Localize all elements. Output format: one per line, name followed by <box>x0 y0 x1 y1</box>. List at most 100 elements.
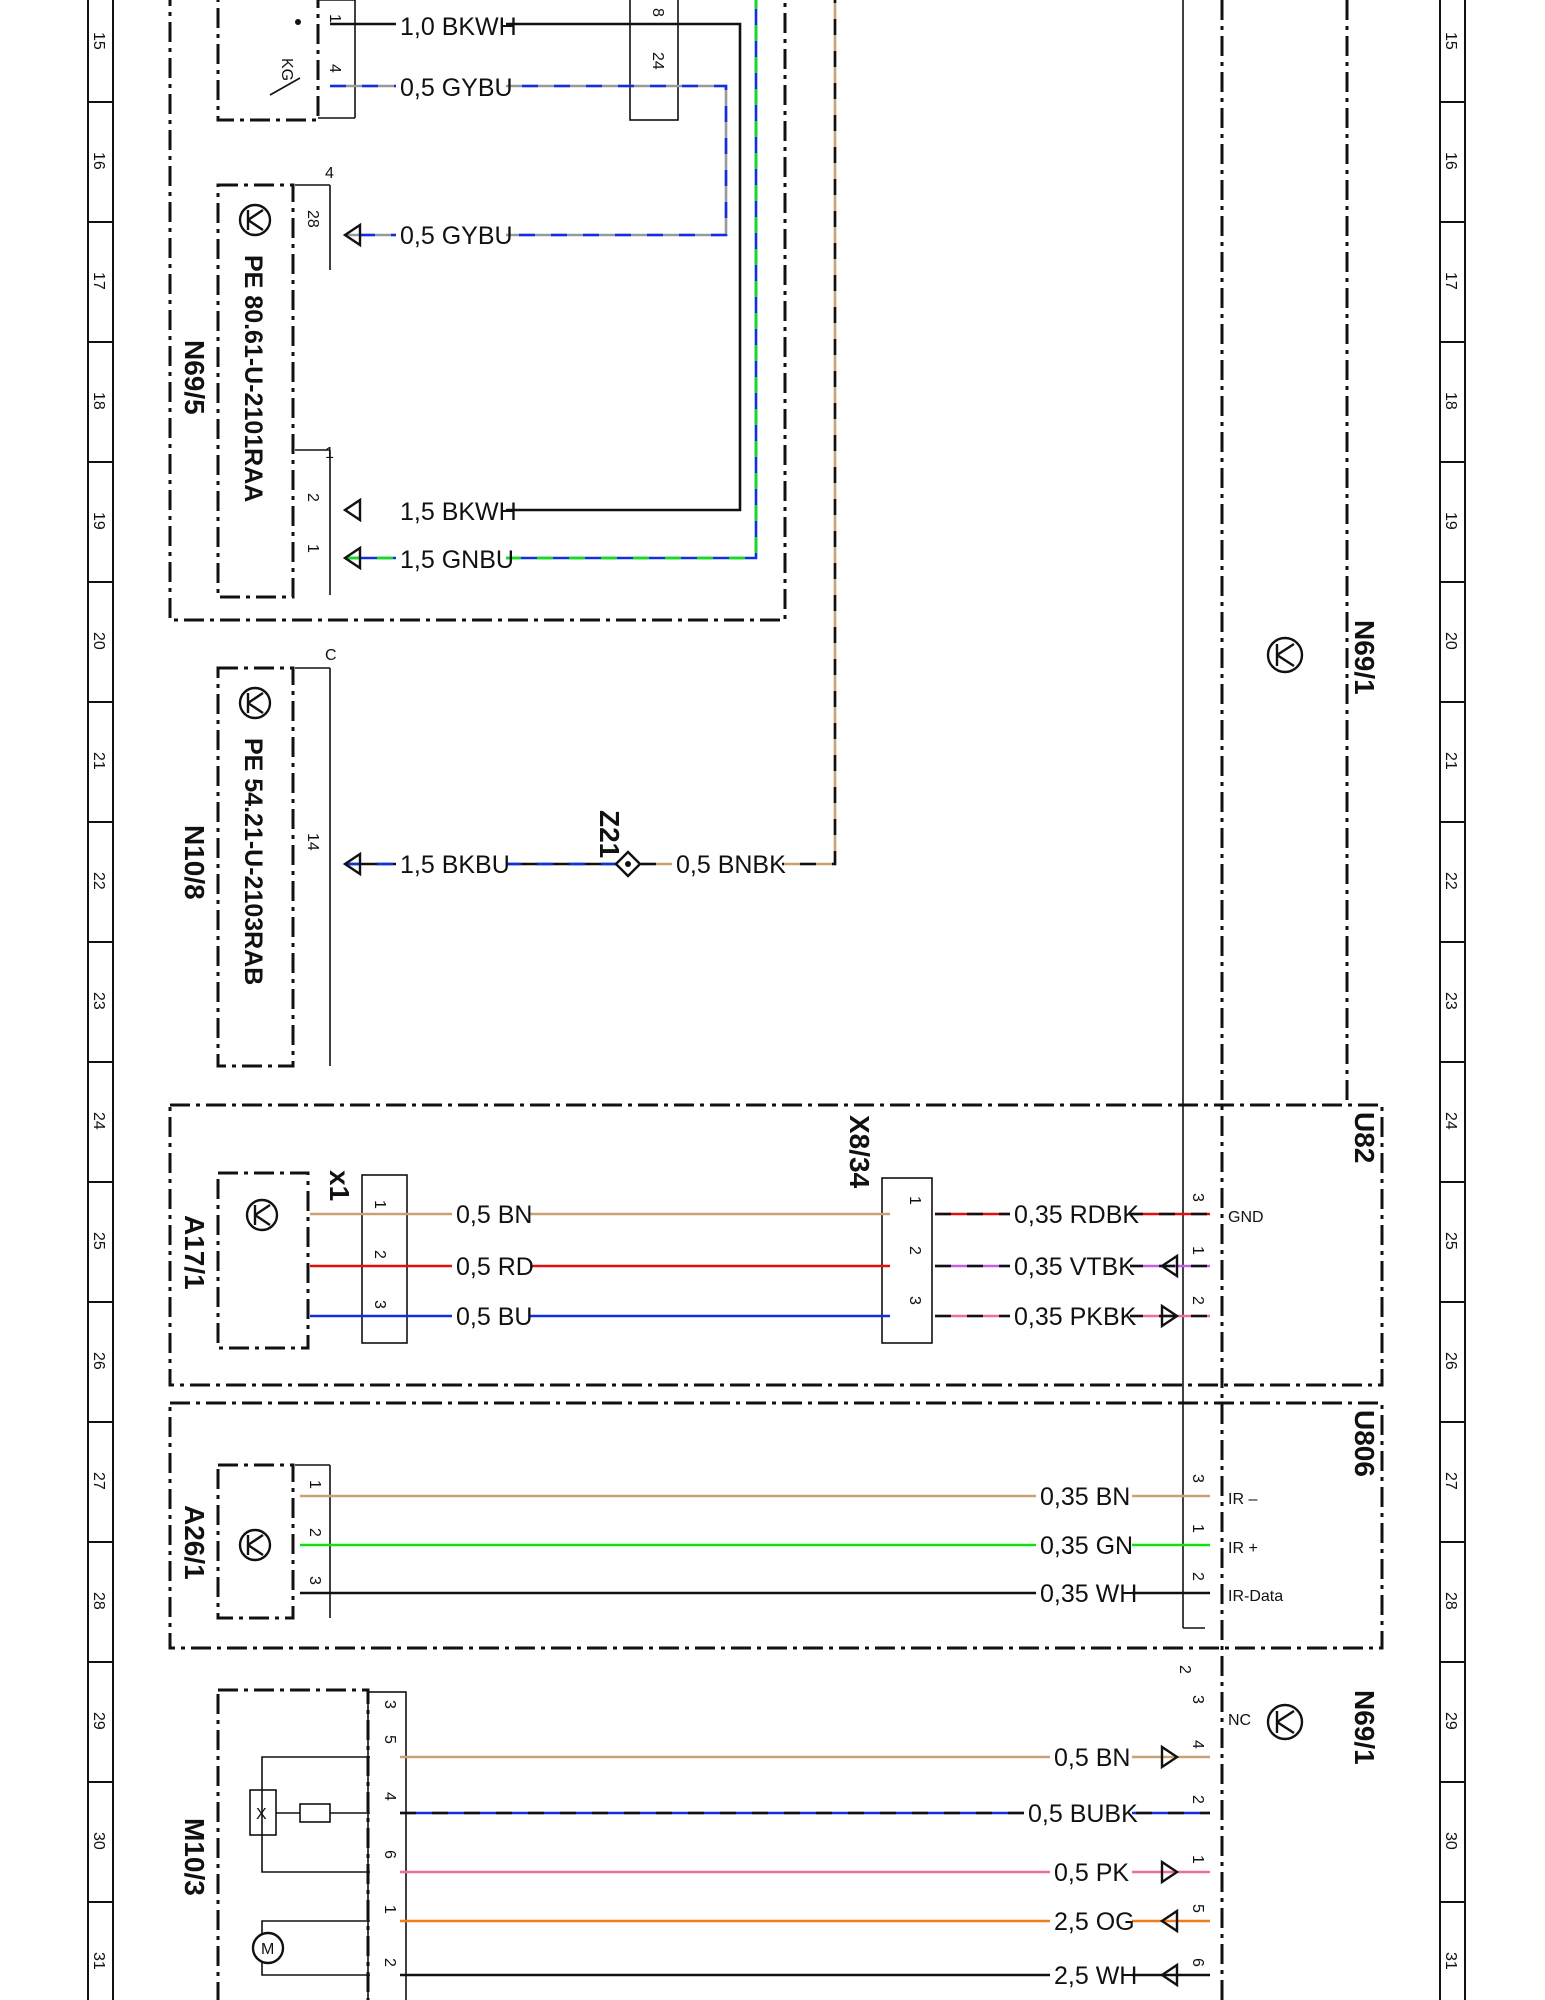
motor-icon-letter: M <box>261 1941 274 1958</box>
grid-ticks <box>88 101 1465 1903</box>
wire-label: 0,35 PKBK <box>1014 1303 1137 1331</box>
wire-label: 0,5 BNBK <box>676 851 786 879</box>
signal-label: IR + <box>1228 1540 1258 1557</box>
wire-1-0-bkwh: 1,0 BKWH <box>330 13 742 512</box>
grid-row-label: 26 <box>90 1352 107 1370</box>
grid-row-label: 21 <box>1442 752 1459 770</box>
splice-z21: Z21 <box>594 810 642 878</box>
a17-1-pin-1: 1 <box>371 1200 388 1209</box>
grid-row-label: 22 <box>90 872 107 890</box>
z21-label: Z21 <box>594 810 625 858</box>
signal-label: IR-Data <box>1228 1588 1283 1605</box>
pin-number: 4 <box>1189 1740 1206 1749</box>
n69-5-pin-28: 28 <box>304 210 321 228</box>
grid-row-label: 26 <box>1442 1352 1459 1370</box>
u806-name: U806 <box>1349 1410 1380 1477</box>
grid-row-label: 17 <box>90 272 107 290</box>
pin-number: 2 <box>1189 1572 1206 1581</box>
pin-number: 3 <box>1189 1193 1206 1202</box>
grid-frame <box>87 0 1466 2000</box>
grid-row-label: 16 <box>1442 152 1459 170</box>
wire-label: 1,5 GNBU <box>400 546 514 574</box>
grid-row-label: 24 <box>90 1112 107 1130</box>
wire-0-5-gybu-a: 0,5 GYBU <box>330 74 728 237</box>
kg-switch-housing <box>216 0 320 122</box>
n69-5-name: N69/5 <box>179 340 210 415</box>
n69-1-connector-2: 2 <box>1176 1665 1193 1674</box>
n69-5-housing <box>216 183 295 599</box>
x8-34-connector-block <box>881 1177 933 1344</box>
wire-0-5-bnbk: 0,5 BNBK <box>640 0 837 879</box>
a26-1-pin-1: 1 <box>306 1480 323 1489</box>
pin-number: 1 <box>1189 1855 1206 1864</box>
wire-0-35-wh-a26: 0,35 WH 2 IR-Data <box>300 1572 1283 1608</box>
n69-5-connector-4: 4 <box>325 165 334 182</box>
wire-label: 0,5 PK <box>1054 1859 1129 1887</box>
wire-1-5-gnbu: 1,5 GNBU <box>342 0 758 574</box>
x8-34-pin-1: 1 <box>906 1196 923 1205</box>
wire-0-5-bubk-m10: 0,5 BUBK 2 <box>400 1795 1210 1828</box>
u82-housing <box>168 1103 1384 1387</box>
wire-2-5-wh-m10: 2,5 WH 6 <box>400 1958 1210 1990</box>
m10-3-pin-5: 5 <box>381 1735 398 1744</box>
kg-switch-contact <box>269 77 301 96</box>
grid-row-label: 15 <box>1442 32 1459 50</box>
wire-0-35-pkbk: 0,35 PKBK 2 <box>935 1296 1210 1331</box>
u806-housing <box>168 1401 1384 1650</box>
wire-0-5-bu-a17: 0,5 BU <box>310 1303 890 1331</box>
wire-0-5-pk-m10: 0,5 PK 1 <box>400 1855 1210 1887</box>
wire-1-5-bkbu: 1,5 BKBU <box>342 851 628 879</box>
grid-row-label: 17 <box>1442 272 1459 290</box>
n10-8-housing <box>216 666 295 1068</box>
ground-symbol-icon <box>238 686 272 720</box>
n69-1-name-upper: N69/1 <box>1349 620 1380 695</box>
a17-1-pin-3: 3 <box>371 1300 388 1309</box>
m10-3-connector-3: 3 <box>381 1700 398 1709</box>
a26-1-name: A26/1 <box>179 1505 210 1580</box>
a26-1-pin-3: 3 <box>306 1576 323 1585</box>
resistor-icon <box>299 1803 331 1823</box>
grid-row-label: 23 <box>90 992 107 1010</box>
a17-1-connector-block <box>361 1174 408 1344</box>
pin-number: 1 <box>1189 1246 1206 1255</box>
m10-3-pin-2: 2 <box>381 1958 398 1967</box>
grid-row-label: 16 <box>90 152 107 170</box>
grid-row-label: 31 <box>1442 1952 1459 1970</box>
pin-number: 1 <box>1189 1524 1206 1533</box>
grid-row-label: 19 <box>90 512 107 530</box>
pin-number: 3 <box>1189 1474 1206 1483</box>
wire-label: 1,0 BKWH <box>400 13 517 41</box>
nc-label: NC <box>1228 1712 1251 1729</box>
grid-row-label: 27 <box>90 1472 107 1490</box>
wire-label: 0,35 GN <box>1040 1532 1133 1560</box>
grid-row-label: 19 <box>1442 512 1459 530</box>
a26-1-pin-2: 2 <box>306 1528 323 1537</box>
a17-1-housing <box>216 1171 310 1350</box>
pin-number: 5 <box>1189 1904 1206 1913</box>
wire-0-35-bn-a26: 0,35 BN 3 IR – <box>300 1474 1257 1511</box>
wire-0-5-bn-m10: 0,5 BN 4 <box>400 1740 1210 1772</box>
x8-34-name: X8/34 <box>844 1115 875 1189</box>
n10-8-part-number: PE 54.21-U-2103RAB <box>239 738 267 985</box>
m10-3-connector-block <box>367 1691 407 2000</box>
wire-label: 0,35 BN <box>1040 1483 1130 1511</box>
wire-label: 0,35 VTBK <box>1014 1253 1135 1281</box>
grid-row-label: 25 <box>90 1232 107 1250</box>
n69-5-pin-1: 1 <box>304 544 321 553</box>
kg-pin-4: 4 <box>326 64 343 73</box>
pin-number: 2 <box>1189 1296 1206 1305</box>
wire-label: 0,35 RDBK <box>1014 1201 1139 1229</box>
ground-symbol-icon <box>238 203 272 237</box>
grid-row-label: 28 <box>90 1592 107 1610</box>
grid-row-label: 22 <box>1442 872 1459 890</box>
wire-0-5-rd-a17: 0,5 RD <box>310 1253 890 1281</box>
a17-1-pin-2: 2 <box>371 1250 388 1259</box>
x8-34-pin-3: 3 <box>906 1296 923 1305</box>
grid-row-label: 15 <box>90 32 107 50</box>
kg-switch-node <box>295 19 301 25</box>
n10-8-pin-14: 14 <box>304 833 321 851</box>
grid-row-label: 30 <box>1442 1832 1459 1850</box>
m10-3-housing <box>216 1688 370 2000</box>
grid-row-label: 24 <box>1442 1112 1459 1130</box>
grid-row-label: 21 <box>90 752 107 770</box>
